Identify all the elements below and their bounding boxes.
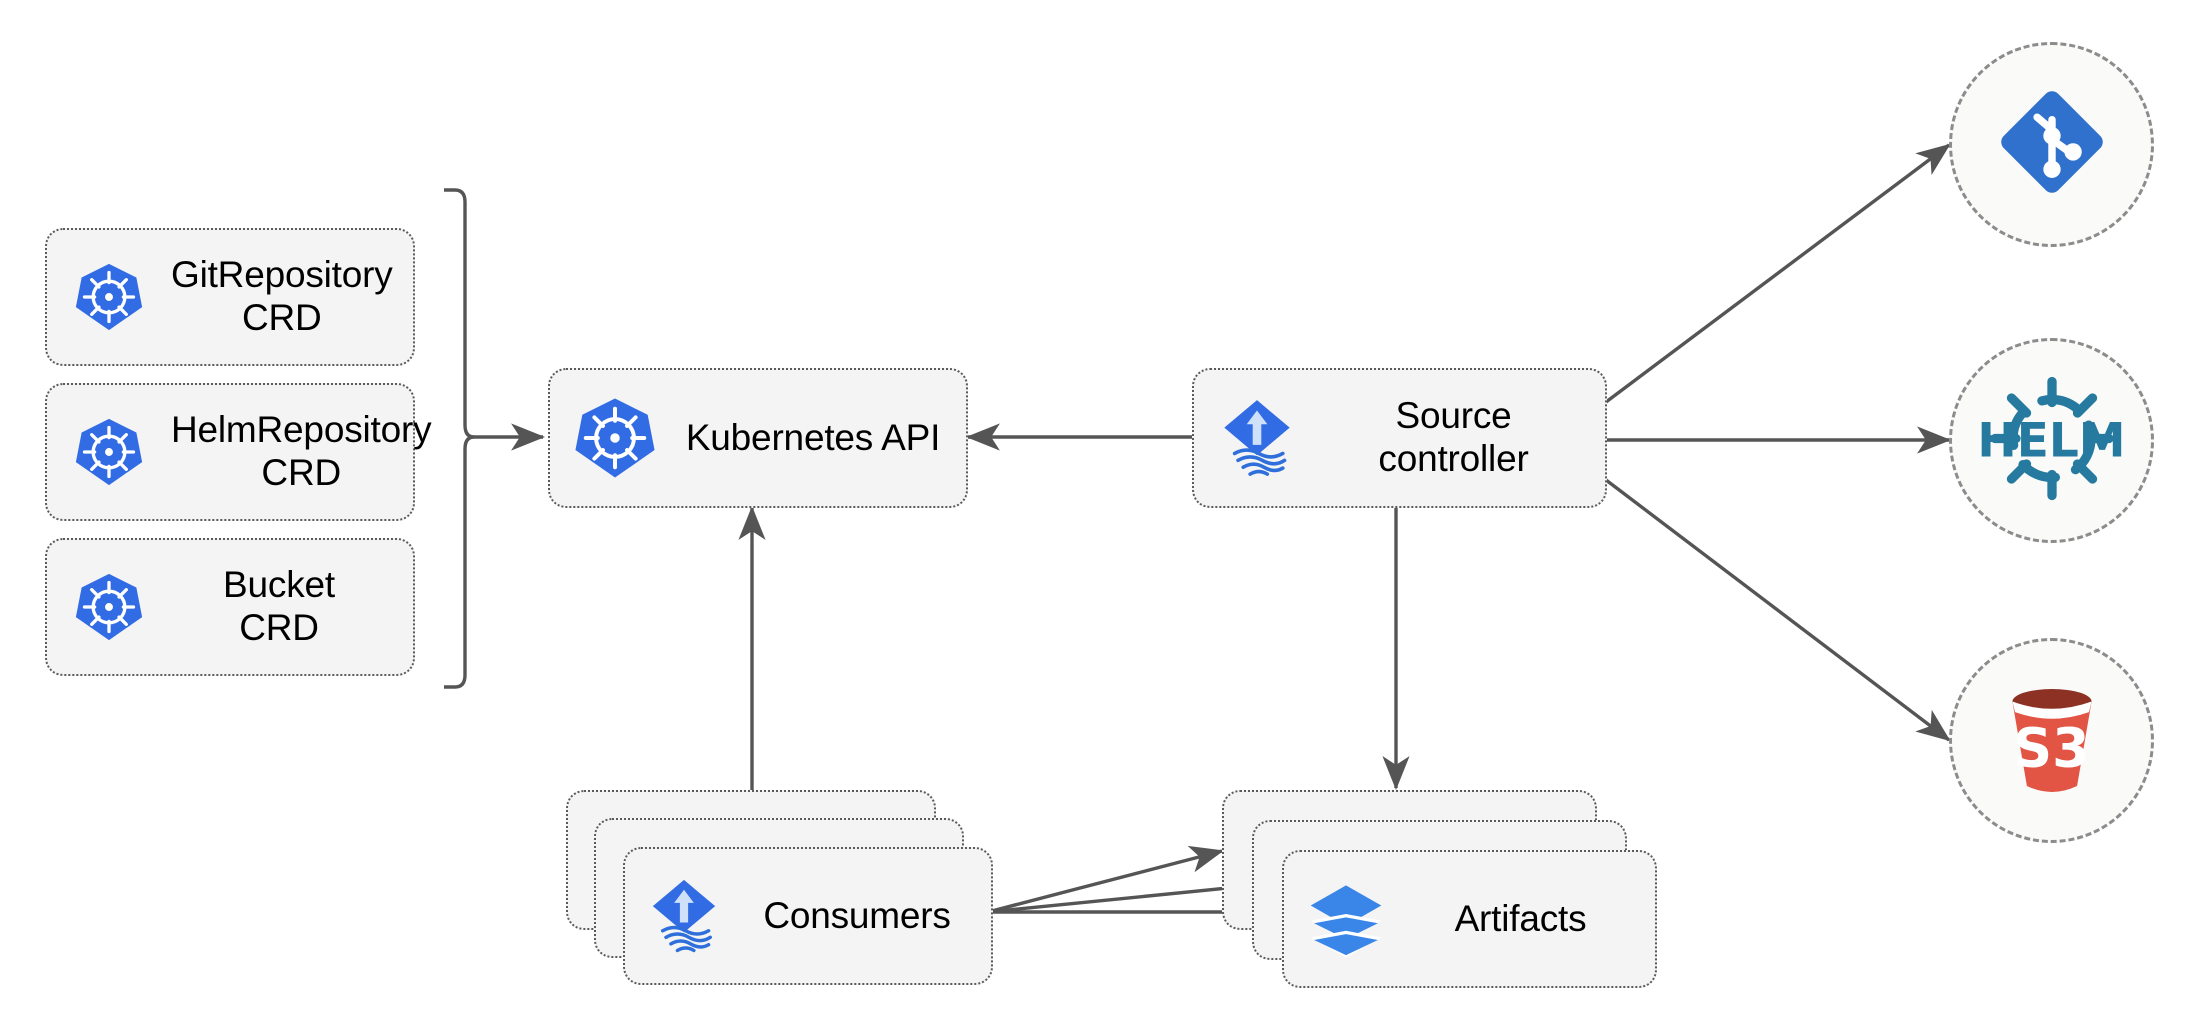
edge-source-controller-to-git [1604,143,1951,404]
helmrepository-crd-box[interactable]: HelmRepository CRD [45,383,432,521]
kubernetes-icon [572,395,658,481]
edge-source-controller-to-s3 [1604,478,1951,742]
bucket-crd-box[interactable]: Bucket CRD [45,538,415,676]
gitrepository-crd-label: GitRepository CRD [171,254,393,338]
consumers-stack[interactable]: Consumers [566,790,996,985]
kubernetes-icon [73,416,145,488]
crd-bracket [443,188,475,689]
kubernetes-api-box[interactable]: Kubernetes API [548,368,968,508]
helm-wordmark: HELM [1977,413,2126,468]
s3-wordmark: S3 [2013,716,2090,780]
bucket-crd-label: Bucket CRD [223,564,335,648]
kubernetes-icon [73,261,145,333]
flux-icon [1214,395,1300,481]
s3-endpoint-circle[interactable]: S3 [1949,638,2154,843]
artifacts-card-front[interactable]: Artifacts [1282,850,1657,988]
flux-icon [643,875,725,957]
artifacts-label: Artifacts [1454,897,1587,939]
edge-consumers-to-artifacts-1 [987,845,1224,914]
kubernetes-api-label: Kubernetes API [685,416,941,458]
layers-icon [1304,877,1388,961]
s3-icon [1986,672,2118,809]
kubernetes-icon [73,571,145,643]
edge-consumers-to-artifacts-2 [987,874,1261,914]
git-endpoint-circle[interactable] [1949,42,2154,247]
helm-icon [1977,363,2127,518]
artifacts-stack[interactable]: Artifacts [1222,790,1662,988]
git-icon [1990,80,2114,209]
source-controller-box[interactable]: Source controller [1192,368,1607,508]
consumers-label: Consumers [763,894,951,936]
helmrepository-crd-label: HelmRepository CRD [171,409,432,493]
gitrepository-crd-box[interactable]: GitRepository CRD [45,228,415,366]
source-controller-label: Source controller [1378,395,1529,479]
helm-endpoint-circle[interactable]: HELM [1949,338,2154,543]
consumers-card-front[interactable]: Consumers [623,847,993,985]
